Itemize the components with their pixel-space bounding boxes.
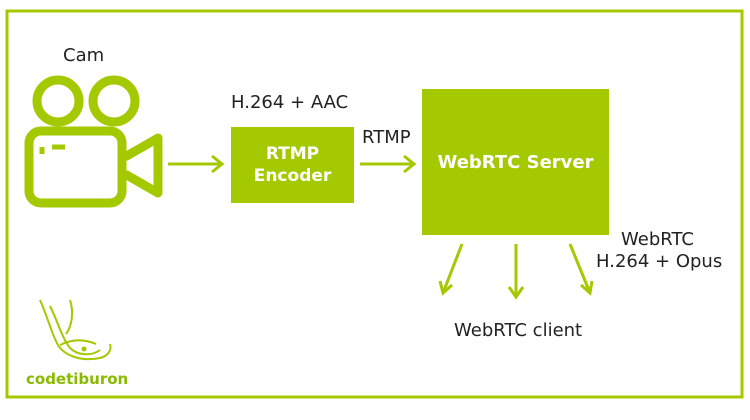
edge-label-server-to-client-line1: WebRTC: [621, 229, 694, 250]
arrow-encoder-to-server: [360, 154, 417, 174]
rtmp-encoder-node: RTMP Encoder: [231, 127, 354, 203]
cam-label: Cam: [63, 45, 105, 66]
codetiburon-logo-icon: [39, 299, 112, 361]
diagram-frame: [5, 9, 744, 399]
edge-label-server-to-client-line2: H.264 + Opus: [596, 251, 723, 272]
edge-label-cam-to-encoder: H.264 + AAC: [231, 92, 349, 113]
edge-label-encoder-to-server: RTMP: [362, 127, 411, 148]
arrow-server-to-client-left: [438, 243, 464, 296]
arrow-server-to-client-right: [568, 243, 594, 296]
arrow-server-to-client-middle: [507, 244, 525, 300]
codetiburon-logo-text: codetiburon: [26, 370, 129, 388]
arrow-cam-to-encoder: [168, 154, 225, 174]
webrtc-server-node: WebRTC Server: [422, 89, 609, 235]
encoder-label-line2: Encoder: [253, 166, 332, 186]
encoder-label-line1: RTMP: [265, 144, 320, 164]
webrtc-client-label: WebRTC client: [454, 320, 583, 341]
camera-icon: [24, 75, 163, 208]
server-label: WebRTC Server: [437, 151, 594, 173]
